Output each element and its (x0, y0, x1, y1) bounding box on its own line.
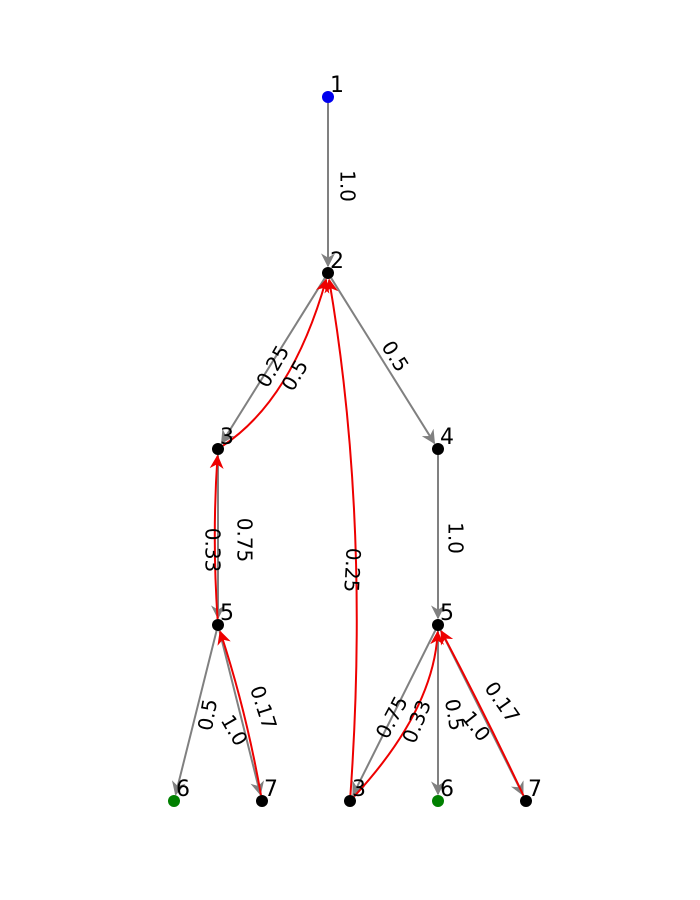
edge-label-n4-n5b: 1.0 (444, 522, 468, 554)
node-label-n7a: 7 (264, 777, 278, 802)
edge-label-n5a-n3a: 0.33 (201, 528, 225, 573)
node-n6b (432, 795, 444, 807)
node-n7a (256, 795, 268, 807)
return-edge-n3b-n2 (324, 278, 358, 796)
node-n2 (322, 267, 334, 279)
return-edge-n7a-n5a (217, 630, 262, 796)
node-n1 (322, 91, 334, 103)
node-label-n7b: 7 (528, 777, 542, 802)
edges-layer (171, 103, 525, 798)
return-edge-n7b-n5b (440, 629, 525, 796)
node-label-n5b: 5 (440, 601, 454, 626)
edge-label-n5a-n6a: 0.5 (193, 697, 222, 732)
edge-label-n5b-n6b: 0.5 (440, 697, 469, 732)
tree-edge-n5a-n7a (218, 630, 265, 796)
return-edge-n3a-n2 (222, 278, 330, 447)
tree-edge-n5b-n3b (352, 629, 437, 796)
node-label-n4: 4 (440, 425, 454, 450)
edge-label-n3b-n2: 0.25 (339, 547, 365, 593)
nodes-layer: 1 2 3 4 5 5 6 7 3 6 7 (168, 73, 542, 807)
edge-label-n1-n2: 1.0 (336, 170, 360, 202)
node-label-n6b: 6 (440, 777, 454, 802)
return-edge-n5a-n3a (209, 454, 224, 620)
node-label-n3a: 3 (220, 425, 234, 450)
node-n6a (168, 795, 180, 807)
node-label-n6a: 6 (176, 777, 190, 802)
node-label-n5a: 5 (220, 601, 234, 626)
tree-edge-n5a-n6a (171, 630, 218, 796)
node-label-n2: 2 (330, 249, 344, 274)
edge-label-n2-n4: 0.5 (377, 336, 414, 376)
node-label-n3b: 3 (352, 777, 366, 802)
node-n5a (212, 619, 224, 631)
return-edge-n3b-n5b (353, 630, 445, 798)
tree-edge-n2-n4 (330, 277, 436, 445)
node-n3a (212, 443, 224, 455)
edge-label-n3a-n5a: 0.75 (233, 518, 257, 563)
node-n4 (432, 443, 444, 455)
node-n7b (520, 795, 532, 807)
edge-label-n5a-n7a: 0.17 (245, 683, 282, 733)
node-n5b (432, 619, 444, 631)
tree-edge-n2-n3a (220, 277, 326, 445)
node-n3b (344, 795, 356, 807)
node-label-n1: 1 (330, 73, 344, 98)
